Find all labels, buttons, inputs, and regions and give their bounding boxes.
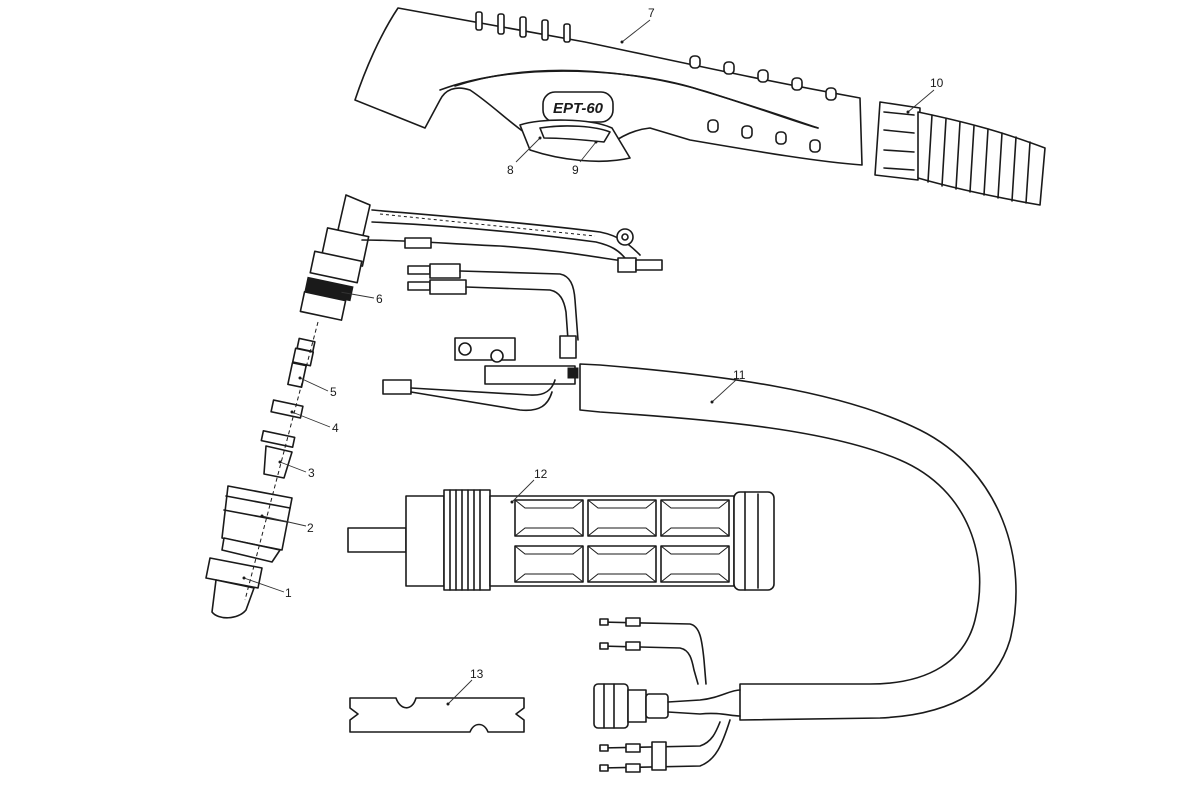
callout-2: 2 xyxy=(260,514,314,535)
callout-11-label: 11 xyxy=(733,368,746,382)
part-2-retaining-cup xyxy=(221,485,293,563)
callout-6: 6 xyxy=(338,290,383,306)
callout-8: 8 xyxy=(507,136,542,177)
callout-12: 12 xyxy=(510,467,548,504)
part-12-connector-housing xyxy=(347,489,775,591)
callout-5-label: 5 xyxy=(330,385,337,399)
callout-3-label: 3 xyxy=(308,466,315,480)
handle-vents xyxy=(475,11,837,153)
callout-8-label: 8 xyxy=(507,163,514,177)
callout-10-label: 10 xyxy=(930,76,944,90)
brand-label: EPT-60 xyxy=(553,100,604,117)
callout-4-label: 4 xyxy=(332,421,339,435)
part-7-torch-handle: EPT-60 xyxy=(354,7,863,166)
callout-13-label: 13 xyxy=(470,667,484,681)
callout-9-label: 9 xyxy=(572,163,579,177)
callout-5: 5 xyxy=(298,376,337,399)
part-3-tip xyxy=(260,429,296,479)
part-6-torch-head xyxy=(299,194,663,321)
callout-6-label: 6 xyxy=(376,292,383,306)
part-11-cable xyxy=(579,363,1017,721)
callout-9: 9 xyxy=(572,140,598,177)
cable-end-fittings xyxy=(593,617,741,773)
part-10-strain-relief xyxy=(874,101,1046,206)
callout-3: 3 xyxy=(278,460,315,480)
part-1-shield-cap xyxy=(205,557,263,619)
callout-4: 4 xyxy=(290,410,339,435)
callout-1: 1 xyxy=(242,576,292,600)
brand-badge: EPT-60 xyxy=(542,91,614,123)
callout-1-label: 1 xyxy=(285,586,292,600)
callout-2-label: 2 xyxy=(307,521,314,535)
callout-11: 11 xyxy=(710,368,746,404)
part-4-swirl-ring xyxy=(270,399,304,419)
part-9-trigger-lever xyxy=(539,125,611,143)
callout-12-label: 12 xyxy=(534,467,548,481)
callout-10: 10 xyxy=(906,76,944,114)
assembly-axis xyxy=(244,321,319,601)
callout-13: 13 xyxy=(446,667,484,706)
callout-7: 7 xyxy=(620,6,655,44)
callout-7-label: 7 xyxy=(648,6,655,20)
part-13-wrench xyxy=(349,697,525,733)
wire-connectors-upper xyxy=(382,263,579,412)
part-5-electrode xyxy=(287,337,316,389)
